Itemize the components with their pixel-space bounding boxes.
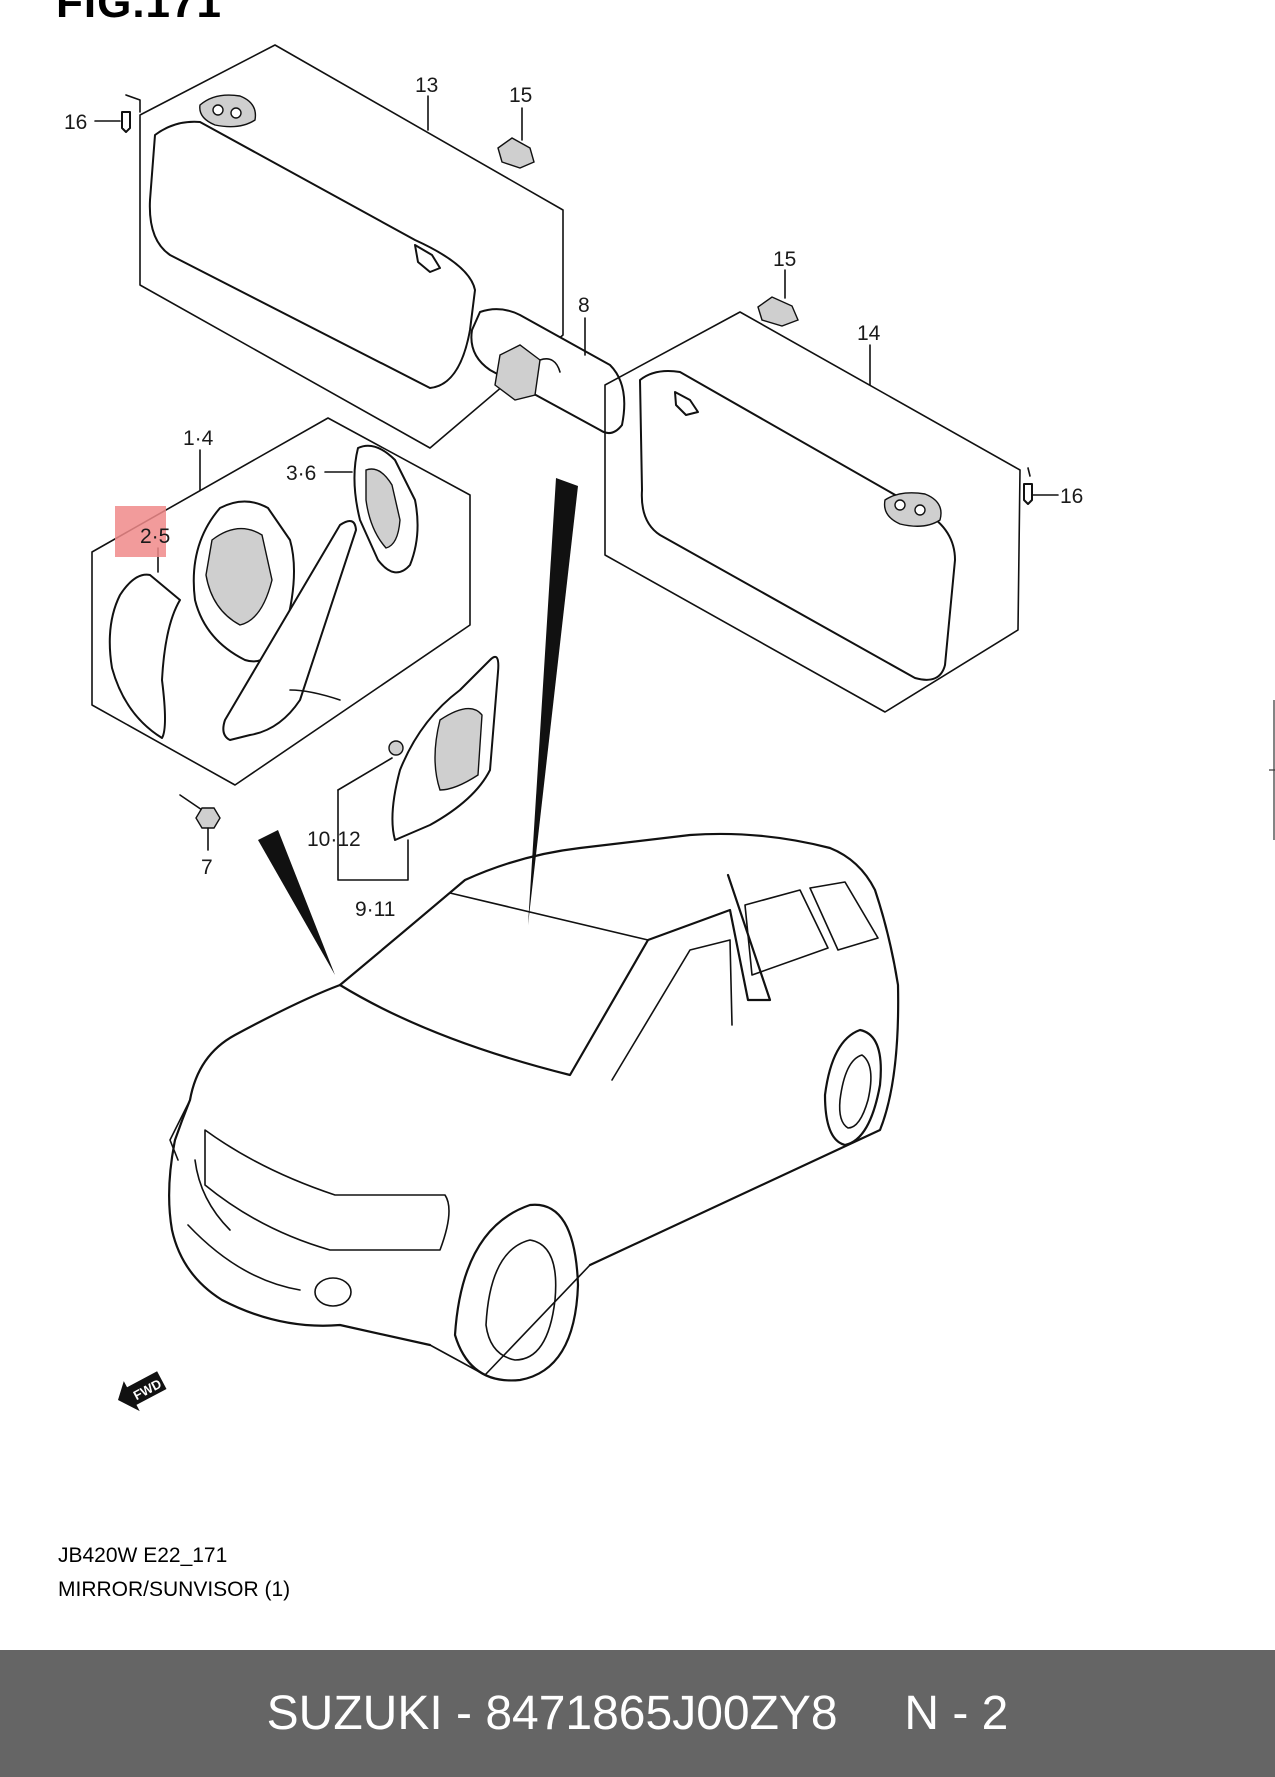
callout-9-11: 9·11 [355, 898, 395, 921]
screw-16-right [1023, 467, 1059, 505]
right-sunvisor-group [604, 311, 1021, 713]
callout-1-4: 1·4 [183, 427, 214, 450]
vehicle-outline [168, 832, 900, 1382]
callout-16-right: 16 [1060, 485, 1083, 508]
clip-15-left [497, 107, 535, 169]
door-mirror-group [91, 417, 471, 786]
callout-3-6: 3·6 [286, 462, 316, 485]
left-sunvisor-group [139, 44, 564, 449]
callout-2-5: 2·5 [140, 525, 170, 548]
highlight-marker [115, 506, 166, 557]
diagram-drawing: 13 15 16 15 8 14 16 1·4 3·6 2·5 7 10·12 … [64, 44, 1083, 1412]
edge-marker [1269, 700, 1275, 840]
callout-15-left: 15 [509, 84, 532, 107]
footer-page: N - 2 [904, 1687, 1009, 1740]
footer-gap [838, 1686, 905, 1741]
callout-15-right: 15 [773, 248, 796, 271]
callout-10-12: 10·12 [307, 828, 361, 851]
corner-garnish [337, 656, 500, 881]
callout-16-left: 16 [64, 111, 87, 134]
parts-diagram: FIG.171 [56, 0, 1083, 1601]
footer-brand: SUZUKI [266, 1687, 443, 1740]
footer-separator: - [442, 1687, 486, 1740]
figure-title: FIG.171 [56, 0, 222, 27]
footer-bar: SUZUKI - 8471865J00ZY8 N - 2 [0, 1650, 1275, 1777]
footer-part-number: 8471865J00ZY8 [485, 1687, 838, 1740]
diagram-caption: MIRROR/SUNVISOR (1) [58, 1578, 291, 1601]
callout-13: 13 [415, 74, 438, 97]
callout-7: 7 [201, 856, 213, 879]
callout-labels: 13 15 16 15 8 14 16 1·4 3·6 2·5 7 10·12 … [64, 74, 1083, 921]
callout-14: 14 [857, 322, 881, 345]
nut-7 [179, 794, 221, 851]
diagram-code: JB420W E22_171 [58, 1544, 228, 1567]
callout-8: 8 [578, 294, 590, 317]
rearview-mirror [470, 308, 626, 435]
fwd-arrow: FWD [118, 1371, 167, 1412]
clip-15-right [757, 269, 799, 327]
screw-16-left [94, 94, 141, 133]
leader-wedges [258, 478, 578, 975]
